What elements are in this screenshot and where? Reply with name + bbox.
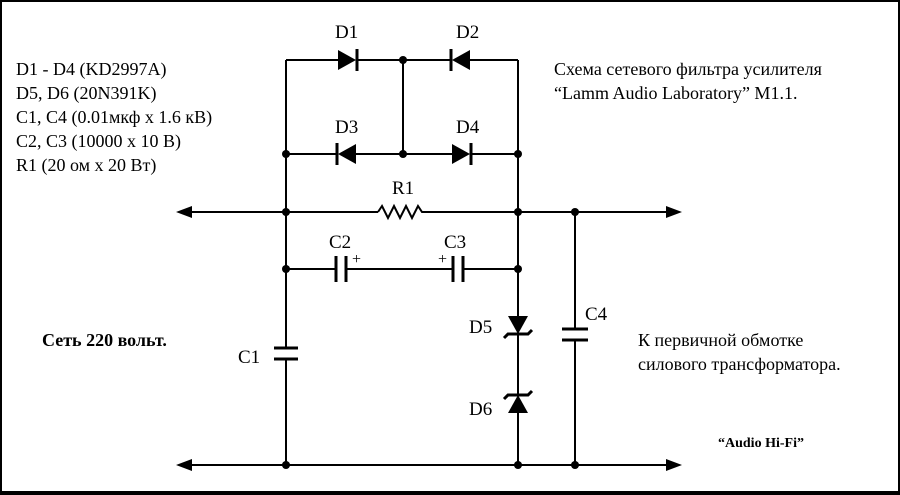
c2-plus-sign: + <box>352 251 361 268</box>
junction-dot <box>399 150 407 158</box>
junction-dot <box>514 208 522 216</box>
junction-dot <box>282 208 290 216</box>
zener-diode-d5 <box>502 316 534 340</box>
resistor-r1 <box>377 203 426 221</box>
label-d1: D1 <box>335 22 358 43</box>
label-d2: D2 <box>456 22 479 43</box>
diode-bridge <box>285 59 519 212</box>
capacitor-c4 <box>562 212 588 465</box>
label-d3: D3 <box>335 117 358 138</box>
label-c2: C2 <box>329 232 351 253</box>
parts-list-line-1: D1 - D4 (KD2997A) <box>16 59 166 80</box>
junction-dot <box>571 208 579 216</box>
title-line-2: “Lamm Audio Laboratory” M1.1. <box>554 83 797 103</box>
parts-list-line-2: D5, D6 (20N391K) <box>16 83 156 104</box>
capacitor-branch <box>285 212 518 347</box>
label-d6: D6 <box>469 399 492 420</box>
parts-list-line-5: R1 (20 ом x 20 Вт) <box>16 155 156 176</box>
junction-dot <box>514 265 522 273</box>
diode-d1 <box>338 49 359 71</box>
parts-list-line-3: C1, C4 (0.01мкф x 1.6 кВ) <box>16 107 212 128</box>
top-power-line <box>176 206 682 218</box>
junction-dot <box>514 461 522 469</box>
diode-d3 <box>335 143 356 165</box>
input-label: Сеть 220 вольт. <box>42 330 167 350</box>
junction-dot <box>282 150 290 158</box>
junction-dot <box>399 56 407 64</box>
parts-list-line-4: C2, C3 (10000 x 10 В) <box>16 131 181 152</box>
credit-label: “Audio Hi-Fi” <box>718 436 804 451</box>
label-r1: R1 <box>392 178 414 199</box>
junction-dots <box>282 56 579 469</box>
capacitor-c3 <box>451 256 465 282</box>
junction-dot <box>571 461 579 469</box>
c3-plus-sign: + <box>438 251 447 268</box>
diode-d4 <box>452 143 473 165</box>
label-c4: C4 <box>585 304 608 325</box>
output-label-line-1: К первичной обмотке <box>638 330 803 350</box>
bottom-power-line <box>176 459 682 471</box>
junction-dot <box>282 461 290 469</box>
label-c1: C1 <box>238 347 260 368</box>
title-line-1: Схема сетевого фильтра усилителя <box>554 59 822 79</box>
label-d4: D4 <box>456 117 480 138</box>
zener-diode-d6 <box>502 389 534 413</box>
label-c3: C3 <box>444 232 466 253</box>
junction-dot <box>514 150 522 158</box>
label-d5: D5 <box>469 317 492 338</box>
capacitor-c2 <box>334 256 348 282</box>
junction-dot <box>282 265 290 273</box>
diode-d2 <box>449 49 470 71</box>
output-label-line-2: силового трансформатора. <box>638 354 841 374</box>
capacitor-c1 <box>274 346 298 465</box>
